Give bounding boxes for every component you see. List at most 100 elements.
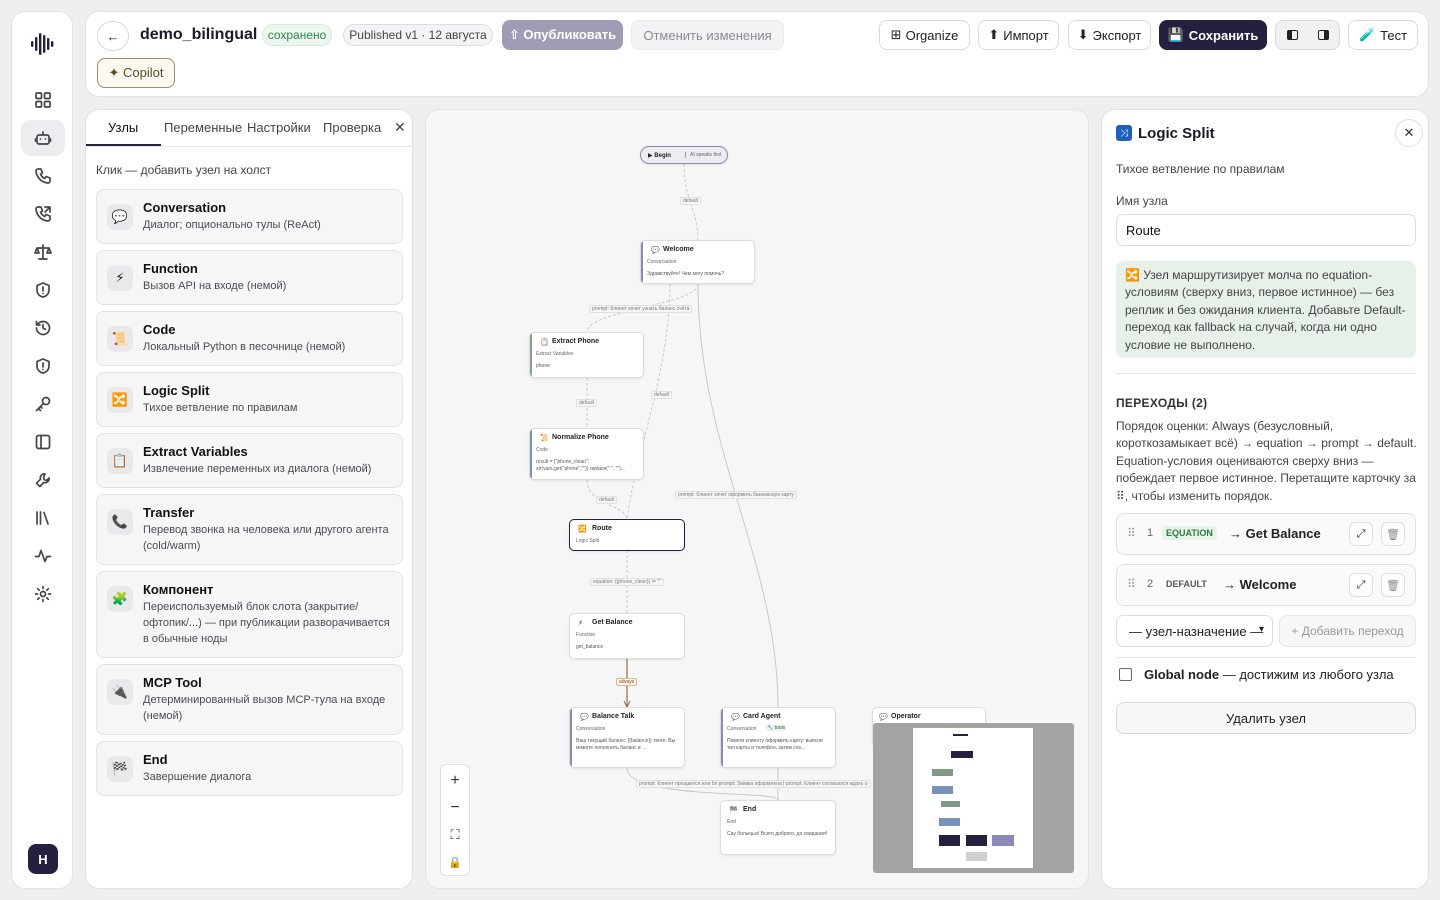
info-box: 🔀 Узел маршрутизирует молча по equation-… (1116, 261, 1416, 358)
drag-handle-icon[interactable]: ⠿ (1127, 577, 1136, 591)
node-extract-phone[interactable]: 📋 Extract Phone Extract Variables phone (529, 332, 644, 378)
chat-icon: 💬 (580, 714, 589, 721)
edge-welcome-card (697, 283, 779, 709)
node-type: Function (576, 632, 596, 638)
library-icon[interactable] (21, 500, 65, 536)
delete-node-button[interactable]: Удалить узел (1116, 702, 1416, 734)
tab-validation[interactable]: Проверка (323, 120, 382, 135)
avatar[interactable]: H (28, 844, 58, 874)
publish-button[interactable]: ⇧ Опубликовать (502, 20, 623, 50)
node-subtitle: AI speaks first (685, 152, 721, 158)
flow-canvas[interactable]: default prompt: Клиент хочет узнать бала… (425, 109, 1089, 889)
import-button[interactable]: ⬆Импорт (978, 20, 1059, 50)
tab-variables[interactable]: Переменные (164, 120, 243, 135)
panel-right-icon[interactable] (1317, 30, 1329, 40)
zoom-out-button[interactable]: − (450, 799, 460, 816)
node-begin[interactable]: ▶ Begin AI speaks first (640, 146, 728, 164)
node-title: Normalize Phone (552, 434, 609, 441)
bot-icon[interactable] (21, 120, 65, 156)
drag-handle-icon[interactable]: ⠿ (1127, 526, 1136, 540)
save-button[interactable]: 💾Сохранить (1159, 20, 1267, 50)
global-node-checkbox[interactable] (1119, 668, 1132, 681)
node-type: Conversation (576, 726, 606, 732)
key-icon[interactable] (21, 386, 65, 422)
node-accent (641, 241, 643, 283)
panel-icon[interactable] (21, 424, 65, 460)
tab-nodes[interactable]: Узлы (108, 120, 139, 135)
node-welcome[interactable]: 💬 Welcome Conversation Здравствуйте! Чем… (640, 240, 755, 284)
node-get-balance[interactable]: ⚡ Get Balance Function get_balance (569, 613, 685, 659)
organize-button[interactable]: ⊞Organize (879, 20, 970, 50)
node-card-agent[interactable]: 💬 Card Agent Conversation 🔧 tools Помоги… (720, 707, 836, 768)
tool-icon[interactable] (21, 462, 65, 498)
logo-icon[interactable] (29, 30, 57, 58)
lock-button[interactable]: 🔒 (448, 856, 462, 869)
transition-card[interactable]: ⠿ 2 DEFAULT → Welcome ⤢ 🗑 (1116, 564, 1416, 606)
test-button[interactable]: 🧪Тест (1348, 20, 1418, 50)
close-button[interactable]: ✕ (1395, 119, 1423, 147)
export-button[interactable]: ⬇Экспорт (1068, 20, 1151, 50)
trash-icon[interactable]: 🗑 (1381, 573, 1405, 597)
edge-label: prompt: Клиент хочет оформить банковскую… (675, 491, 798, 499)
global-node-title: Global node (1144, 667, 1220, 682)
node-name-input[interactable] (1116, 214, 1416, 246)
target-node-select[interactable]: — узел-назначение —▾ (1116, 615, 1273, 647)
edge-label: default (576, 399, 598, 407)
node-type: Logic Split (576, 538, 600, 544)
puzzle-icon: 🧩 (107, 586, 133, 612)
tab-settings[interactable]: Настройки (247, 120, 311, 135)
expand-icon[interactable]: ⤢ (1349, 522, 1373, 546)
transition-card[interactable]: ⠿ 1 EQUATION → Get Balance ⤢ 🗑 (1116, 513, 1416, 555)
node-normalize-phone[interactable]: 📜 Normalize Phone Code result = {"phone_… (529, 428, 644, 480)
expand-icon[interactable]: ⤢ (1349, 573, 1373, 597)
minimap-node (992, 835, 1014, 846)
shield-icon[interactable] (21, 272, 65, 308)
gear-icon[interactable] (21, 576, 65, 612)
node-title: ▶ Begin (648, 153, 671, 159)
phone-outgoing-icon[interactable] (21, 196, 65, 232)
node-end[interactable]: 🏁 End End Сау болыңыз! Всего доброго, до… (720, 800, 836, 855)
close-icon[interactable]: ✕ (394, 119, 406, 135)
edge-label: default (596, 496, 618, 504)
chevron-down-icon: ▾ (1258, 624, 1264, 635)
save-label: Сохранить (1188, 27, 1259, 43)
shield-check-icon[interactable] (21, 348, 65, 384)
node-library-panel: Узлы Переменные Настройки Проверка ✕ Кли… (85, 109, 413, 889)
add-transition-button[interactable]: + Добавить переход (1279, 615, 1416, 647)
node-route[interactable]: 🔀 Route Logic Split (569, 519, 685, 551)
dashboard-icon[interactable] (21, 82, 65, 118)
global-node-label: Global node — достижим из любого узла (1144, 667, 1394, 682)
fit-view-button[interactable]: ⛶ (450, 827, 460, 842)
zoom-in-button[interactable]: + (450, 772, 460, 789)
node-title: Welcome (663, 246, 694, 253)
sidebar-rail: H (11, 11, 73, 889)
transition-target: → Get Balance (1229, 526, 1321, 541)
minimap-node (953, 734, 968, 736)
phone-icon[interactable] (21, 158, 65, 194)
activity-icon[interactable] (21, 538, 65, 574)
node-balance-talk[interactable]: 💬 Balance Talk Conversation Ваш текущий … (569, 707, 685, 768)
back-button[interactable]: ← (97, 21, 129, 51)
arrow-up-icon: ⬆ (988, 27, 1000, 42)
trash-icon[interactable]: 🗑 (1381, 522, 1405, 546)
node-library-title: Transfer (143, 505, 195, 520)
minimap[interactable] (873, 723, 1074, 873)
copilot-button[interactable]: ✦ Copilot (97, 58, 175, 88)
scale-icon[interactable] (21, 234, 65, 270)
chat-icon: 💬 (107, 204, 133, 230)
history-icon[interactable] (21, 310, 65, 346)
discard-changes-button[interactable]: Отменить изменения (631, 20, 784, 50)
transition-kind-badge: EQUATION (1162, 526, 1217, 540)
edge-label: prompt: Клиент хочет узнать баланс счёта (589, 305, 693, 313)
panel-left-icon[interactable] (1286, 30, 1298, 40)
node-library-title: Function (143, 261, 198, 276)
